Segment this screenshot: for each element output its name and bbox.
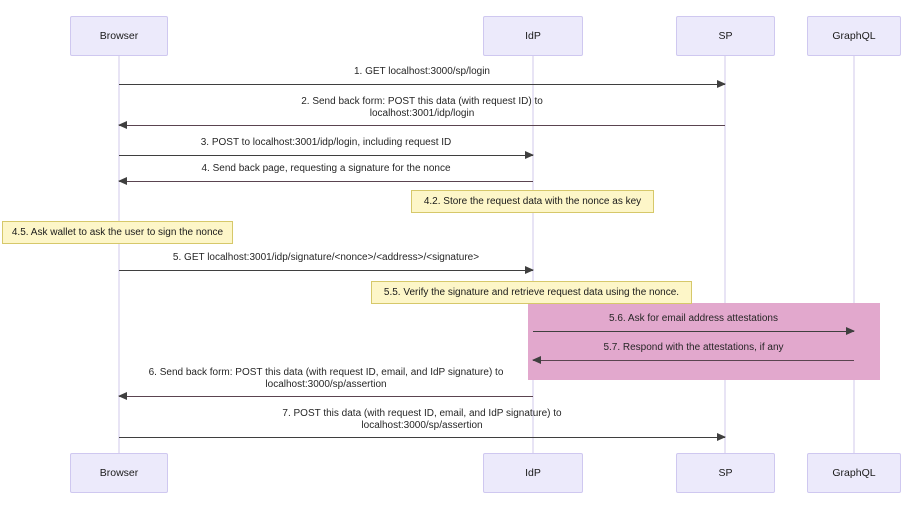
arrowhead-right <box>525 150 534 159</box>
message-line <box>119 181 533 182</box>
note-4-2: 4.2. Store the request data with the non… <box>411 190 654 213</box>
note-text: 5.5. Verify the signature and retrieve r… <box>383 286 680 298</box>
participant-sp-bottom[interactable]: SP <box>676 453 775 493</box>
participant-browser-top[interactable]: Browser <box>70 16 168 56</box>
participant-label: Browser <box>99 30 139 42</box>
message-label: 1. GET localhost:3000/sp/login <box>353 66 490 77</box>
message-line <box>119 270 533 271</box>
participant-sp-top[interactable]: SP <box>676 16 775 56</box>
arrowhead-right <box>846 326 855 335</box>
message-line <box>533 331 854 332</box>
message-label: 2. Send back form: POST this data (with … <box>301 96 543 119</box>
message-line <box>119 437 725 438</box>
message-line <box>119 125 725 126</box>
arrowhead-right <box>717 432 726 441</box>
participant-idp-bottom[interactable]: IdP <box>483 453 583 493</box>
message-label: 5. GET localhost:3001/idp/signature/<non… <box>172 252 480 263</box>
message-line <box>533 360 854 361</box>
message-line <box>119 84 725 85</box>
arrowhead-right <box>717 79 726 88</box>
message-label: 5.6. Ask for email address attestations <box>609 313 778 324</box>
message-label: 6. Send back form: POST this data (with … <box>148 367 504 390</box>
note-text: 4.5. Ask wallet to ask the user to sign … <box>11 226 224 238</box>
participant-label: GraphQL <box>832 467 876 479</box>
participant-graphql-top[interactable]: GraphQL <box>807 16 901 56</box>
message-label: 4. Send back page, requesting a signatur… <box>201 163 451 174</box>
lifeline-sp <box>724 56 726 453</box>
participant-label: SP <box>718 467 733 479</box>
participant-label: IdP <box>525 467 541 479</box>
participant-browser-bottom[interactable]: Browser <box>70 453 168 493</box>
arrowhead-right <box>525 265 534 274</box>
participant-label: GraphQL <box>832 30 876 42</box>
message-label: 7. POST this data (with request ID, emai… <box>282 408 562 431</box>
participant-label: Browser <box>99 467 139 479</box>
arrowhead-left <box>118 176 127 185</box>
arrowhead-left <box>532 355 541 364</box>
participant-label: SP <box>718 30 733 42</box>
note-4-5: 4.5. Ask wallet to ask the user to sign … <box>2 221 233 244</box>
message-label: 5.7. Respond with the attestations, if a… <box>603 342 784 353</box>
message-line <box>119 155 533 156</box>
message-line <box>119 396 533 397</box>
participant-idp-top[interactable]: IdP <box>483 16 583 56</box>
participant-label: IdP <box>525 30 541 42</box>
arrowhead-left <box>118 391 127 400</box>
lifeline-graphql <box>853 56 855 453</box>
arrowhead-left <box>118 120 127 129</box>
lifeline-browser <box>118 56 120 453</box>
participant-graphql-bottom[interactable]: GraphQL <box>807 453 901 493</box>
note-5-5: 5.5. Verify the signature and retrieve r… <box>371 281 692 304</box>
message-label: 3. POST to localhost:3001/idp/login, inc… <box>200 137 452 148</box>
graphql-attestation-block <box>528 303 880 380</box>
lifeline-idp <box>532 56 534 453</box>
note-text: 4.2. Store the request data with the non… <box>423 195 642 207</box>
